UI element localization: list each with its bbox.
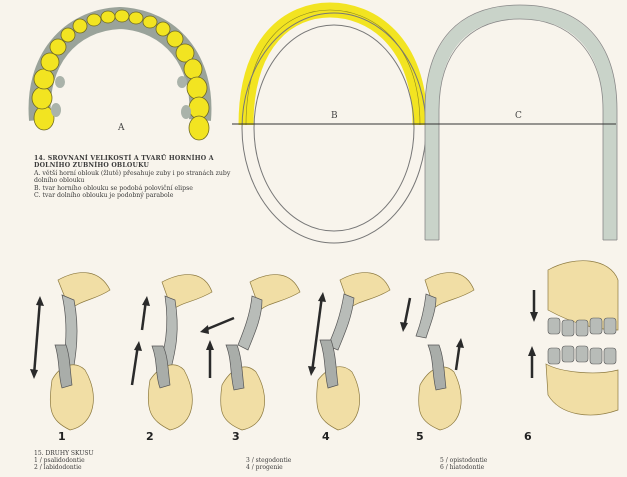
upper-arch-band (246, 10, 420, 125)
parabola-inner-outline (439, 19, 603, 240)
caption-title: 14. SROVNANÍ VELIKOSTÍ A TVARŮ HORNÍHO A… (34, 155, 249, 170)
bite-number-3: 3 (232, 430, 240, 443)
bite-number-4: 4 (322, 430, 330, 443)
caption-line-a: A. větší horní oblouk (žlutě) přesahuje … (34, 170, 249, 185)
bottom-caption-item-1: 1 / psalidodontie (34, 457, 94, 464)
bite-number-2: 2 (146, 430, 154, 443)
bite-number-6: 6 (524, 430, 532, 443)
bottom-caption-title: 15. DRUHY SKUSU (34, 450, 94, 457)
upper-teeth (32, 10, 209, 140)
figure-c-letter: C (515, 111, 522, 121)
figure-15-caption-col2: 3 / stegodontie 4 / progenie (246, 457, 291, 471)
figure-15-caption: 15. DRUHY SKUSU 1 / psalidodontie 2 / la… (34, 450, 94, 471)
bite-number-5: 5 (416, 430, 424, 443)
dental-arch-figure-a (32, 10, 209, 140)
bite-type-3 (200, 275, 300, 430)
ellipse-inner-outline (254, 25, 414, 231)
caption-line-c: C. tvar dolního oblouku je podobný parab… (34, 192, 249, 199)
bite-type-5 (400, 273, 474, 430)
bite-type-2 (132, 275, 212, 430)
figure-15-caption-col3: 5 / opistodontie 6 / hiatodontie (440, 457, 487, 471)
bite-type-1 (30, 273, 110, 430)
bottom-caption-item-4: 4 / progenie (246, 464, 291, 471)
bite-type-6 (528, 261, 618, 415)
bite-type-4 (308, 273, 390, 430)
figure-a-letter: A (118, 123, 125, 133)
figure-b-letter: B (331, 111, 338, 121)
parabola-arch-figure-c (425, 5, 617, 240)
ellipse-arch-figure-b (242, 10, 426, 243)
caption-line-b: B. tvar horního oblouku se podobá polovi… (34, 185, 249, 192)
bottom-caption-item-3: 3 / stegodontie (246, 457, 291, 464)
bottom-caption-item-5: 5 / opistodontie (440, 457, 487, 464)
bottom-caption-item-2: 2 / labidodontie (34, 464, 94, 471)
lower-teeth-peek (51, 76, 191, 119)
bite-number-1: 1 (58, 430, 66, 443)
figure-14-caption: 14. SROVNANÍ VELIKOSTÍ A TVARŮ HORNÍHO A… (34, 155, 249, 199)
bottom-caption-item-6: 6 / hiatodontie (440, 464, 487, 471)
